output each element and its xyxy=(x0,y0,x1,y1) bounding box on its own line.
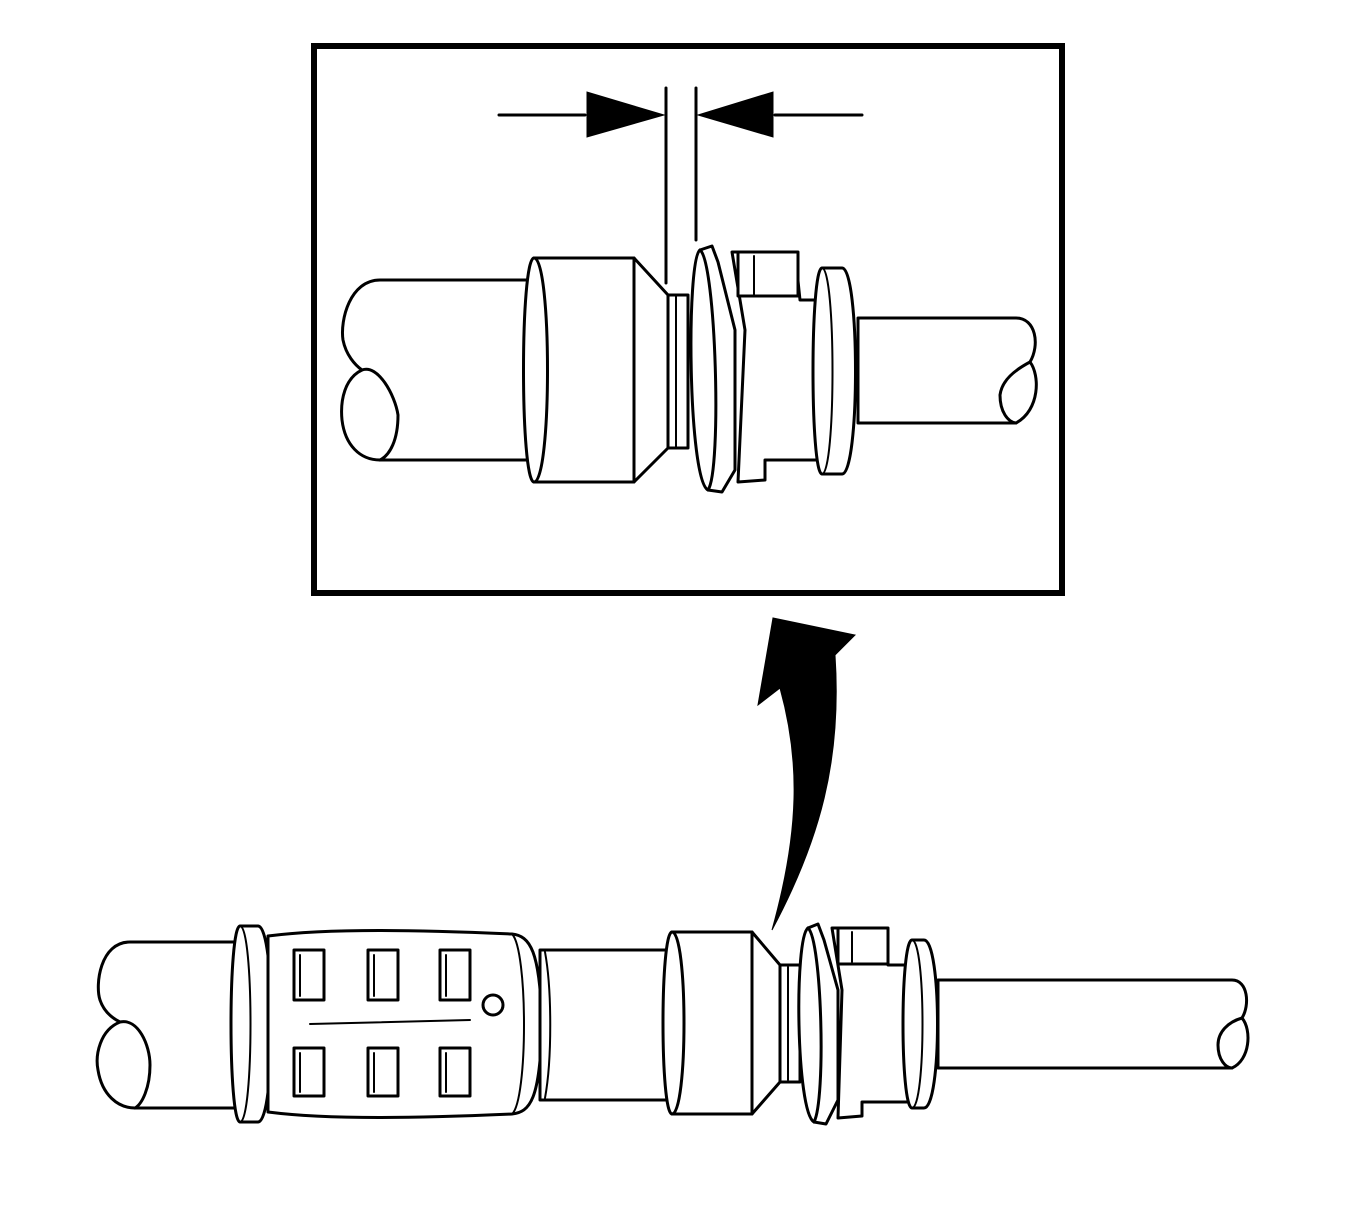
fuel-line-assembly xyxy=(95,922,1250,1126)
sleeve-end-ring-left xyxy=(229,924,273,1124)
ventilated-sleeve xyxy=(266,929,544,1119)
detail-retainer xyxy=(689,244,832,494)
main-large-pipe xyxy=(95,940,247,1110)
main-right-ring xyxy=(901,938,939,1110)
detail-large-pipe xyxy=(340,278,533,462)
main-retainer xyxy=(797,922,912,1126)
detail-right-ring xyxy=(811,266,857,476)
detail-small-pipe xyxy=(856,316,1038,425)
main-small-pipe xyxy=(936,978,1250,1070)
left-arrowhead xyxy=(586,91,666,138)
callout-curved-arrow xyxy=(757,617,857,931)
detail-inset xyxy=(311,43,1065,596)
gap-measurement-indicator xyxy=(497,86,864,285)
main-mid-pipe xyxy=(538,948,674,1102)
detail-neck xyxy=(666,293,690,450)
main-neck xyxy=(778,963,802,1084)
detail-collar xyxy=(522,256,670,484)
main-collar xyxy=(661,930,782,1116)
right-arrowhead xyxy=(696,91,774,138)
